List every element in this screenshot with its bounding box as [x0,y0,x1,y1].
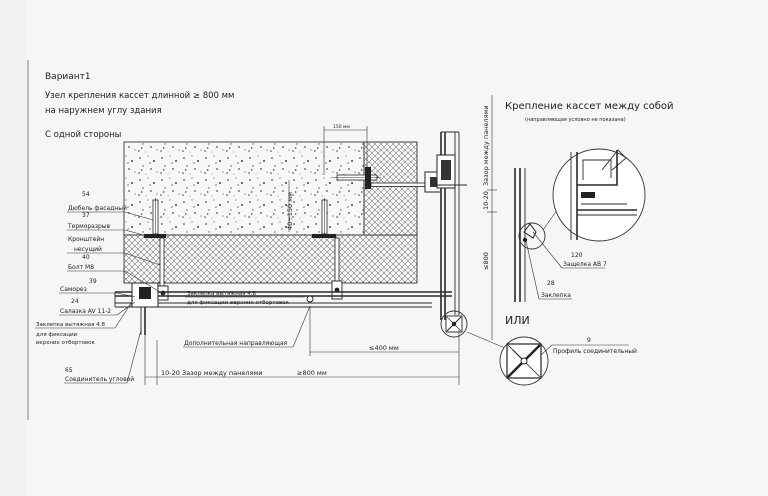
right-title-sub: (направляющая условно не показана) [525,117,626,123]
dim-vert-40-150: 40÷150 мм [286,192,294,230]
leader-39: 39 Саморез [59,278,136,298]
svg-text:несущий: несущий [74,246,102,253]
corner-connector-left [131,282,159,335]
rivet-middle [306,295,314,303]
svg-text:Соединитель угловой: Соединитель угловой [65,376,134,383]
leader-24: 24 Салазка AV 11-2 [59,298,136,316]
svg-text:для фиксации: для фиксации [36,332,78,338]
dim-vert-gap-label: Зазор между панелями [482,105,490,186]
svg-text:для фиксации верхних отбортово: для фиксации верхних отбортовок [187,300,290,306]
dim-gap-10-20: 10-20 Зазор между панелями [161,369,263,377]
svg-text:Профиль соединительный: Профиль соединительный [553,348,637,355]
dim-ge800: ≥800 мм [297,369,327,377]
drawing-sheet: Вариант1 Узел крепления кассет длинной ≥… [27,0,768,496]
leader-zaklepka-middle: Заклепка вытяжная 4.8 для фиксации верхн… [185,291,305,306]
svg-text:Кронштейн: Кронштейн [68,236,104,243]
svg-text:Саморез: Саморез [60,286,87,293]
svg-text:Салазка AV 11-2: Салазка AV 11-2 [60,308,111,315]
svg-text:28: 28 [547,280,555,287]
svg-text:Заклепка: Заклепка [541,292,571,299]
svg-text:Защелка AB 7: Защелка AB 7 [563,261,607,268]
leader-kronshtein: Кронштейн несущий [67,236,161,266]
svg-text:Заклепка вытяжная 4.8: Заклепка вытяжная 4.8 [36,322,105,328]
svg-text:Дополнительная направляющая: Дополнительная направляющая [184,340,288,347]
svg-text:верхних отбортовок: верхних отбортовок [36,340,96,346]
title-line-3: на наружнем углу здания [45,106,162,116]
title-line-1: Вариант1 [45,72,91,82]
concrete-wall [123,141,365,236]
leader-9: 9 Профиль соединительный [540,337,637,356]
profile-detail [499,336,549,386]
svg-text:Дюбель фасадный: Дюбель фасадный [68,205,127,212]
joint-detail-large [552,148,646,242]
title-line-4: С одной стороны [45,130,121,140]
right-title-main: Крепление кассет между собой [505,101,674,112]
joint-callout-small [518,222,546,250]
leader-120: 120 Защелка AB 7 [532,231,607,269]
assembly-diagram: Вариант1 Узел крепления кассет длинной ≥… [27,60,674,420]
dowel-middle [312,198,343,300]
svg-text:39: 39 [89,278,97,285]
leader-54: 54 Дюбель фасадный [67,191,154,221]
corner-callout-circle [440,310,468,338]
or-label: ИЛИ [505,314,530,327]
svg-text:Заклепка вытяжная 4.8: Заклепка вытяжная 4.8 [187,291,256,297]
leader-dop-napravl: Дополнительная направляющая [183,305,311,348]
dim-vert-10-20: 10-20 [482,191,490,210]
leader-zaklepka-left: Заклепка вытяжная 4.8 для фиксации верхн… [35,299,134,346]
svg-text:40: 40 [82,254,90,261]
svg-text:24: 24 [71,298,79,305]
leader-37: 37 Терморазрыв [67,212,148,237]
leader-28: 28 Заклепка [525,240,572,300]
dim-le400: ≤400 мм [369,344,399,352]
vertical-panel-right [432,131,467,320]
svg-text:120: 120 [571,252,583,259]
dim-top-150: 150 мм [333,124,350,130]
leader-65: 65 Соединитель угловой [64,329,142,384]
leader-40: 40 Болт М8 [67,254,161,293]
insulation-layer-bottom [123,234,418,284]
svg-text:54: 54 [82,191,90,198]
insulation-layer-side [363,141,418,236]
dim-vert-le800: ≤800 [482,252,490,270]
svg-text:65: 65 [65,367,73,374]
svg-text:Терморазрыв: Терморазрыв [67,223,111,230]
svg-text:9: 9 [587,337,591,344]
title-line-2: Узел крепления кассет длинной ≥ 800 мм [45,91,234,101]
svg-text:Болт М8: Болт М8 [68,264,94,271]
svg-text:37: 37 [82,212,90,219]
